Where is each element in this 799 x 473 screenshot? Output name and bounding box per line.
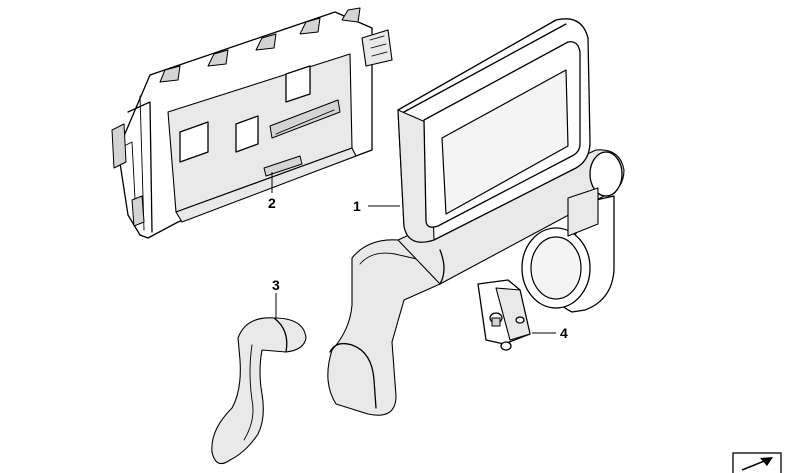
part-3-trim-strip [211,317,307,465]
callout-1: 1 [353,198,361,214]
callout-3: 3 [272,277,280,293]
return-arrow-icon [732,452,782,473]
callout-2: 2 [268,195,276,211]
part-4-switch-unit [477,279,531,351]
part-1-display-housing [327,18,625,416]
callout-4: 4 [560,325,568,341]
part-2-instrument-board [111,7,393,239]
